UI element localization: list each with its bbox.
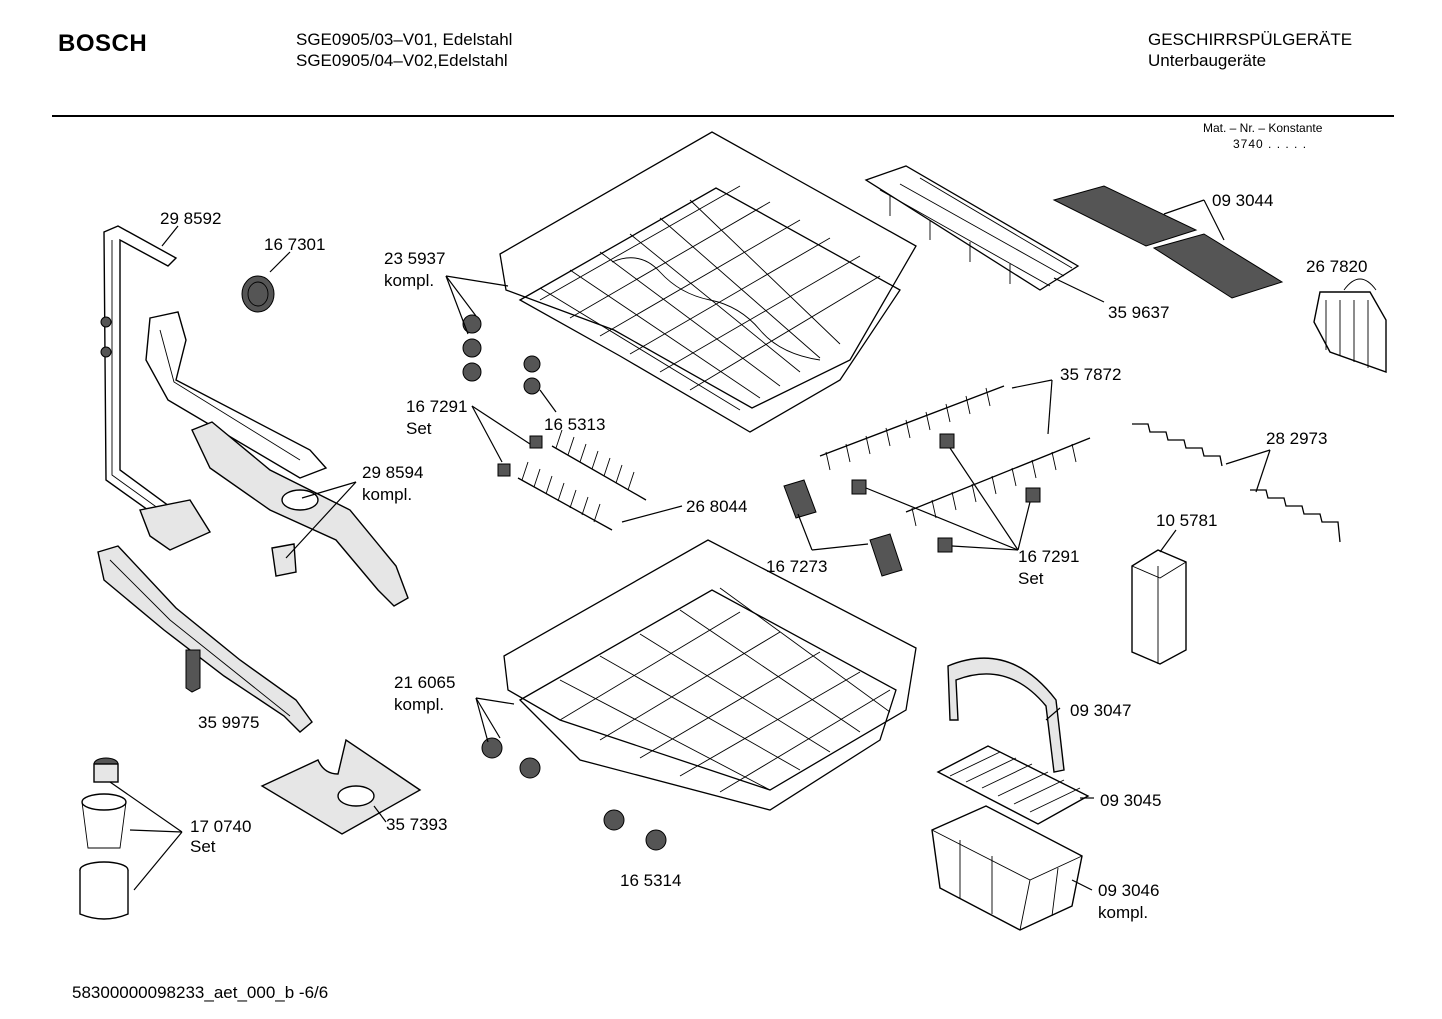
lower-basket-drawing xyxy=(503,539,917,811)
cutlery-insert-drawing xyxy=(1131,549,1187,665)
document-id: 58300000098233_aet_000_b -6/6 xyxy=(72,983,329,1002)
part-note-170740: Set xyxy=(190,837,216,856)
part-number-216065: 21 6065 xyxy=(394,673,455,692)
part-number-268044: 26 8044 xyxy=(686,497,747,516)
part-number-267820: 26 7820 xyxy=(1306,257,1367,276)
flap-drawing xyxy=(1052,185,1284,299)
tine-row-large-drawing xyxy=(819,385,1091,553)
part-number-359975: 35 9975 xyxy=(198,713,259,732)
part-note-216065: kompl. xyxy=(394,695,444,714)
part-number-167301: 16 7301 xyxy=(264,235,325,254)
part-number-167291-b: 16 7291 xyxy=(1018,547,1079,566)
part-number-093047: 09 3047 xyxy=(1070,701,1131,720)
filter-cap-drawing xyxy=(241,275,275,313)
part-note-093046: kompl. xyxy=(1098,903,1148,922)
part-number-165313: 16 5313 xyxy=(544,415,605,434)
basket-lid-drawing xyxy=(936,745,1090,825)
large-cutlery-basket-drawing xyxy=(931,805,1083,931)
lower-basket-wheels xyxy=(481,737,667,851)
upper-basket-wheels xyxy=(462,314,541,395)
part-number-093045: 09 3045 xyxy=(1100,791,1161,810)
step-rack-drawing xyxy=(1132,423,1341,543)
filter-set-drawing xyxy=(79,757,129,920)
part-number-167291-a: 16 7291 xyxy=(406,397,467,416)
part-number-093046: 09 3046 xyxy=(1098,881,1159,900)
part-number-235937: 23 5937 xyxy=(384,249,445,268)
model-line-1: SGE0905/03–V01, Edelstahl xyxy=(296,30,513,49)
part-note-235937: kompl. xyxy=(384,271,434,290)
part-number-282973: 28 2973 xyxy=(1266,429,1327,448)
part-number-165314: 16 5314 xyxy=(620,871,681,890)
part-number-359637: 35 9637 xyxy=(1108,303,1169,322)
part-number-298594: 29 8594 xyxy=(362,463,423,482)
upper-spray-arm-drawing xyxy=(145,311,409,607)
tine-row-small-drawing xyxy=(497,429,647,531)
flat-filter-drawing xyxy=(260,738,422,835)
clip-drawing xyxy=(783,479,903,577)
basket-handle-drawing xyxy=(947,657,1065,773)
brand-logo: BOSCH xyxy=(58,30,148,57)
part-number-357872: 35 7872 xyxy=(1060,365,1121,384)
category-title: GESCHIRRSPÜLGERÄTE xyxy=(1148,30,1353,49)
mat-number-value: 3740 . . . . . xyxy=(1233,137,1308,151)
leader-lines xyxy=(109,199,1271,891)
part-note-167291-a: Set xyxy=(406,419,432,438)
part-number-105781: 10 5781 xyxy=(1156,511,1217,530)
lower-spray-arm-drawing xyxy=(97,545,313,733)
part-number-357393: 35 7393 xyxy=(386,815,447,834)
model-line-2: SGE0905/04–V02,Edelstahl xyxy=(296,51,508,70)
part-note-167291-b: Set xyxy=(1018,569,1044,588)
part-number-093044: 09 3044 xyxy=(1212,191,1273,210)
header-rule xyxy=(52,115,1394,117)
subcategory-title: Unterbaugeräte xyxy=(1148,51,1267,70)
part-note-298594: kompl. xyxy=(362,485,412,504)
mat-number-label: Mat. – Nr. – Konstante xyxy=(1203,121,1323,135)
supply-pipe-drawing xyxy=(100,225,212,551)
part-number-170740: 17 0740 xyxy=(190,817,251,836)
small-cutlery-basket-drawing xyxy=(1313,278,1387,373)
cup-rack-drawing xyxy=(864,165,1080,291)
upper-basket-drawing xyxy=(499,131,917,433)
part-number-167273: 16 7273 xyxy=(766,557,827,576)
part-labels: 29 8592 16 7301 23 5937 kompl. 16 7291 S… xyxy=(160,191,1367,922)
part-number-298592: 29 8592 xyxy=(160,209,221,228)
